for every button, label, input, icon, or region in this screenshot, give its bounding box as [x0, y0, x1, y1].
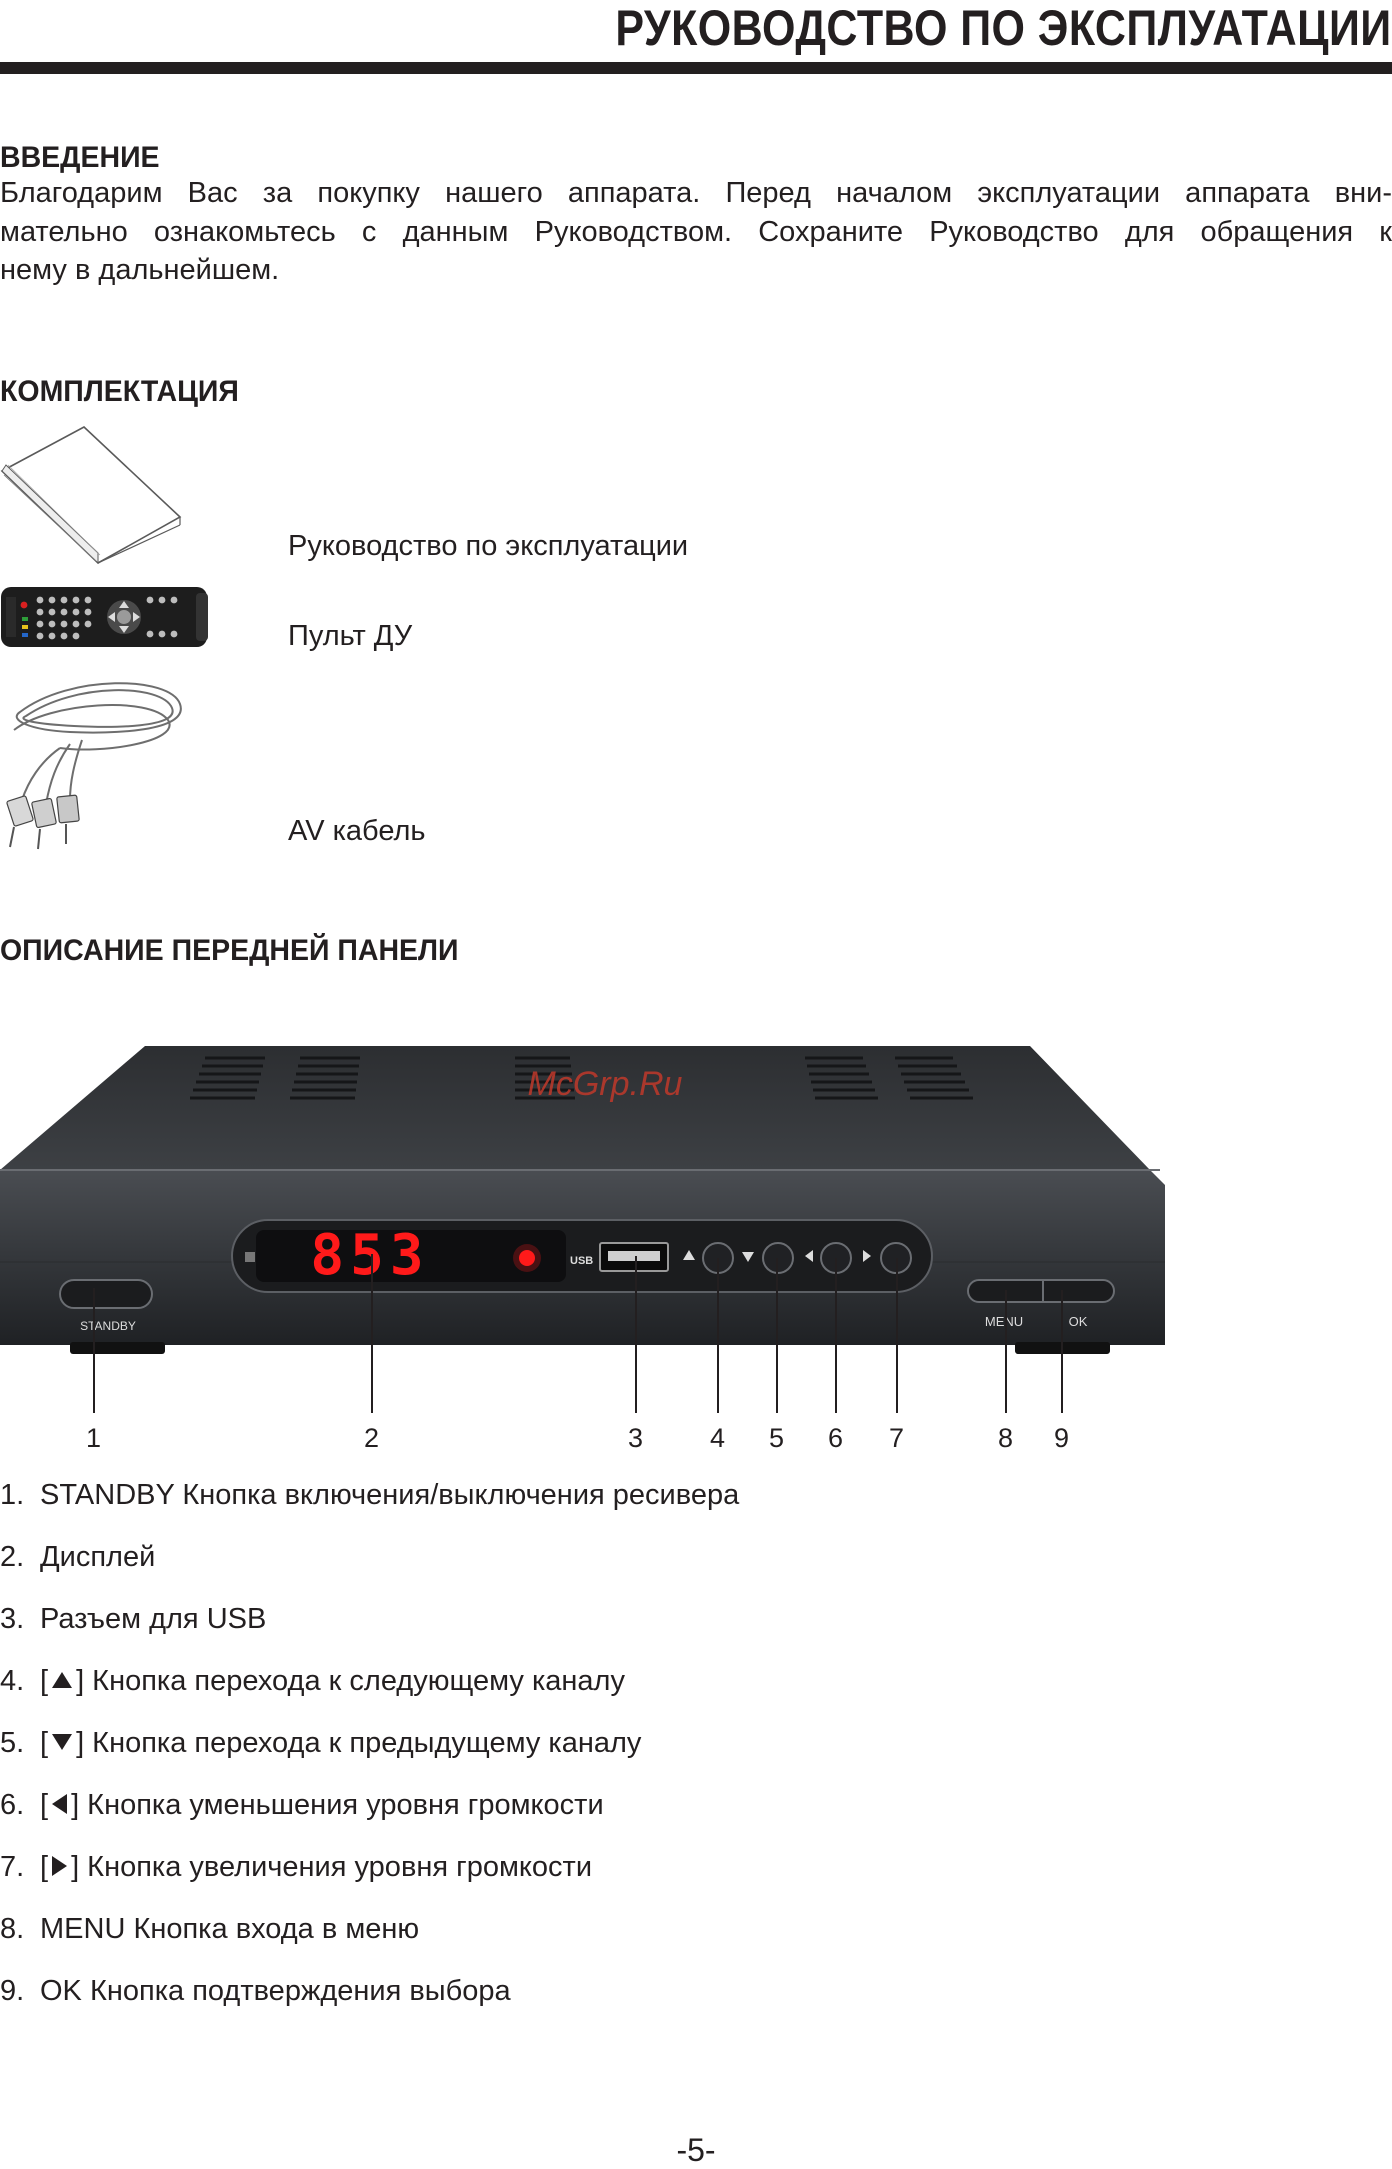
callout-number: 1	[86, 1423, 102, 1453]
right-triangle-icon	[52, 1856, 68, 1877]
legend-number: 5.	[0, 1727, 25, 1759]
intro-line: мательно ознакомьтесь с данным Руководст…	[0, 215, 1392, 248]
legend-text: STANDBY Кнопка включения/выключения реси…	[40, 1479, 740, 1511]
legend-text: ] Кнопка перехода к следующему каналу	[76, 1665, 625, 1697]
callout-number: 4	[710, 1423, 726, 1453]
intro-line: Благодарим Вас за покупку нашего аппарат…	[0, 177, 1392, 209]
watermark-text: McGrp.Ru	[528, 1065, 683, 1103]
usb-label: USB	[570, 1255, 593, 1267]
right-arrow-icon	[863, 1250, 871, 1262]
legend-text: ] Кнопка уменьшения уровня громкости	[71, 1789, 604, 1821]
legend-item: 5. [ ] Кнопка перехода к предыдущему канал…	[0, 1723, 641, 1763]
left-arrow-icon	[805, 1250, 813, 1262]
legend-number: 6.	[0, 1789, 25, 1821]
display-digits: 853	[310, 1223, 429, 1288]
callout-number: 6	[828, 1423, 844, 1453]
intro-heading: ВВЕДЕНИЕ	[0, 141, 160, 174]
legend-number: 9.	[0, 1975, 25, 2007]
legend-text: Разъем для USB	[40, 1603, 267, 1635]
callout-number: 5	[769, 1423, 785, 1453]
kit-item-label: Руководство по эксплуатации	[288, 530, 689, 562]
callout-number: 7	[889, 1423, 905, 1453]
legend-number: 2.	[0, 1541, 25, 1573]
callout-lines-extension	[0, 1320, 1180, 1420]
kit-item-label: AV кабель	[288, 815, 426, 847]
callout-number: 8	[998, 1423, 1014, 1453]
menu-label: MENU	[985, 1314, 1023, 1329]
legend-bracket: [	[40, 1727, 49, 1759]
front-panel-heading: ОПИСАНИЕ ПЕРЕДНЕЙ ПАНЕЛИ	[0, 934, 459, 967]
callout-number: 9	[1054, 1423, 1070, 1453]
legend-number: 4.	[0, 1665, 25, 1697]
manual-booklet-icon	[0, 426, 182, 565]
ir-sensor-icon	[245, 1252, 255, 1262]
page-title: РУКОВОДСТВО ПО ЭКСПЛУАТАЦИИ	[615, 0, 1392, 56]
page-number: -5-	[676, 2132, 716, 2168]
down-arrow-icon	[742, 1252, 754, 1262]
legend-bracket: [	[40, 1665, 49, 1697]
legend-number: 7.	[0, 1851, 25, 1883]
intro-paragraph: Благодарим Вас за покупку нашего аппарат…	[0, 174, 1392, 290]
legend-text: MENU Кнопка входа в меню	[40, 1913, 420, 1945]
receiver-front-panel-image: McGrp.Ru 853 USB STANDBY MENU OK	[0, 1046, 1165, 1360]
legend-number: 1.	[0, 1479, 25, 1511]
up-triangle-icon	[52, 1672, 73, 1689]
legend-item: 3. Разъем для USB	[0, 1599, 266, 1639]
intro-line: нему в дальнейшем.	[0, 254, 280, 286]
ok-label: OK	[1069, 1314, 1088, 1329]
up-arrow-icon	[683, 1250, 695, 1260]
callout-number: 2	[364, 1423, 380, 1453]
legend-item: 9. OK Кнопка подтверждения выбора	[0, 1971, 511, 2011]
title-rule	[0, 62, 1392, 74]
down-triangle-icon	[52, 1734, 73, 1751]
legend-item: 8. MENU Кнопка входа в меню	[0, 1909, 419, 1949]
legend-item: 2. Дисплей	[0, 1537, 155, 1577]
kit-heading: КОМПЛЕКТАЦИЯ	[0, 375, 239, 408]
legend-item: 4. [ ] Кнопка перехода к следующему каналу	[0, 1661, 625, 1701]
legend-text: OK Кнопка подтверждения выбора	[40, 1975, 511, 2007]
remote-control-icon	[1, 587, 208, 647]
legend-number: 8.	[0, 1913, 25, 1945]
legend-number: 3.	[0, 1603, 25, 1635]
legend-bracket: [	[40, 1851, 49, 1883]
legend-bracket: [	[40, 1789, 49, 1821]
legend-text: ] Кнопка увеличения уровня громкости	[71, 1851, 593, 1883]
legend-item: 6. [ ] Кнопка уменьшения уровня громкости	[0, 1785, 604, 1825]
legend-text: ] Кнопка перехода к предыдущему каналу	[76, 1727, 642, 1759]
callout-number: 3	[628, 1423, 644, 1453]
legend-item: 7. [ ] Кнопка увеличения уровня громкости	[0, 1847, 592, 1887]
standby-button	[59, 1279, 153, 1309]
legend-item: 1. STANDBY Кнопка включения/выключения ре…	[0, 1475, 739, 1515]
legend-text: Дисплей	[40, 1541, 156, 1573]
kit-item-label: Пульт ДУ	[288, 620, 413, 652]
left-triangle-icon	[52, 1794, 68, 1815]
av-cable-icon	[6, 682, 182, 850]
